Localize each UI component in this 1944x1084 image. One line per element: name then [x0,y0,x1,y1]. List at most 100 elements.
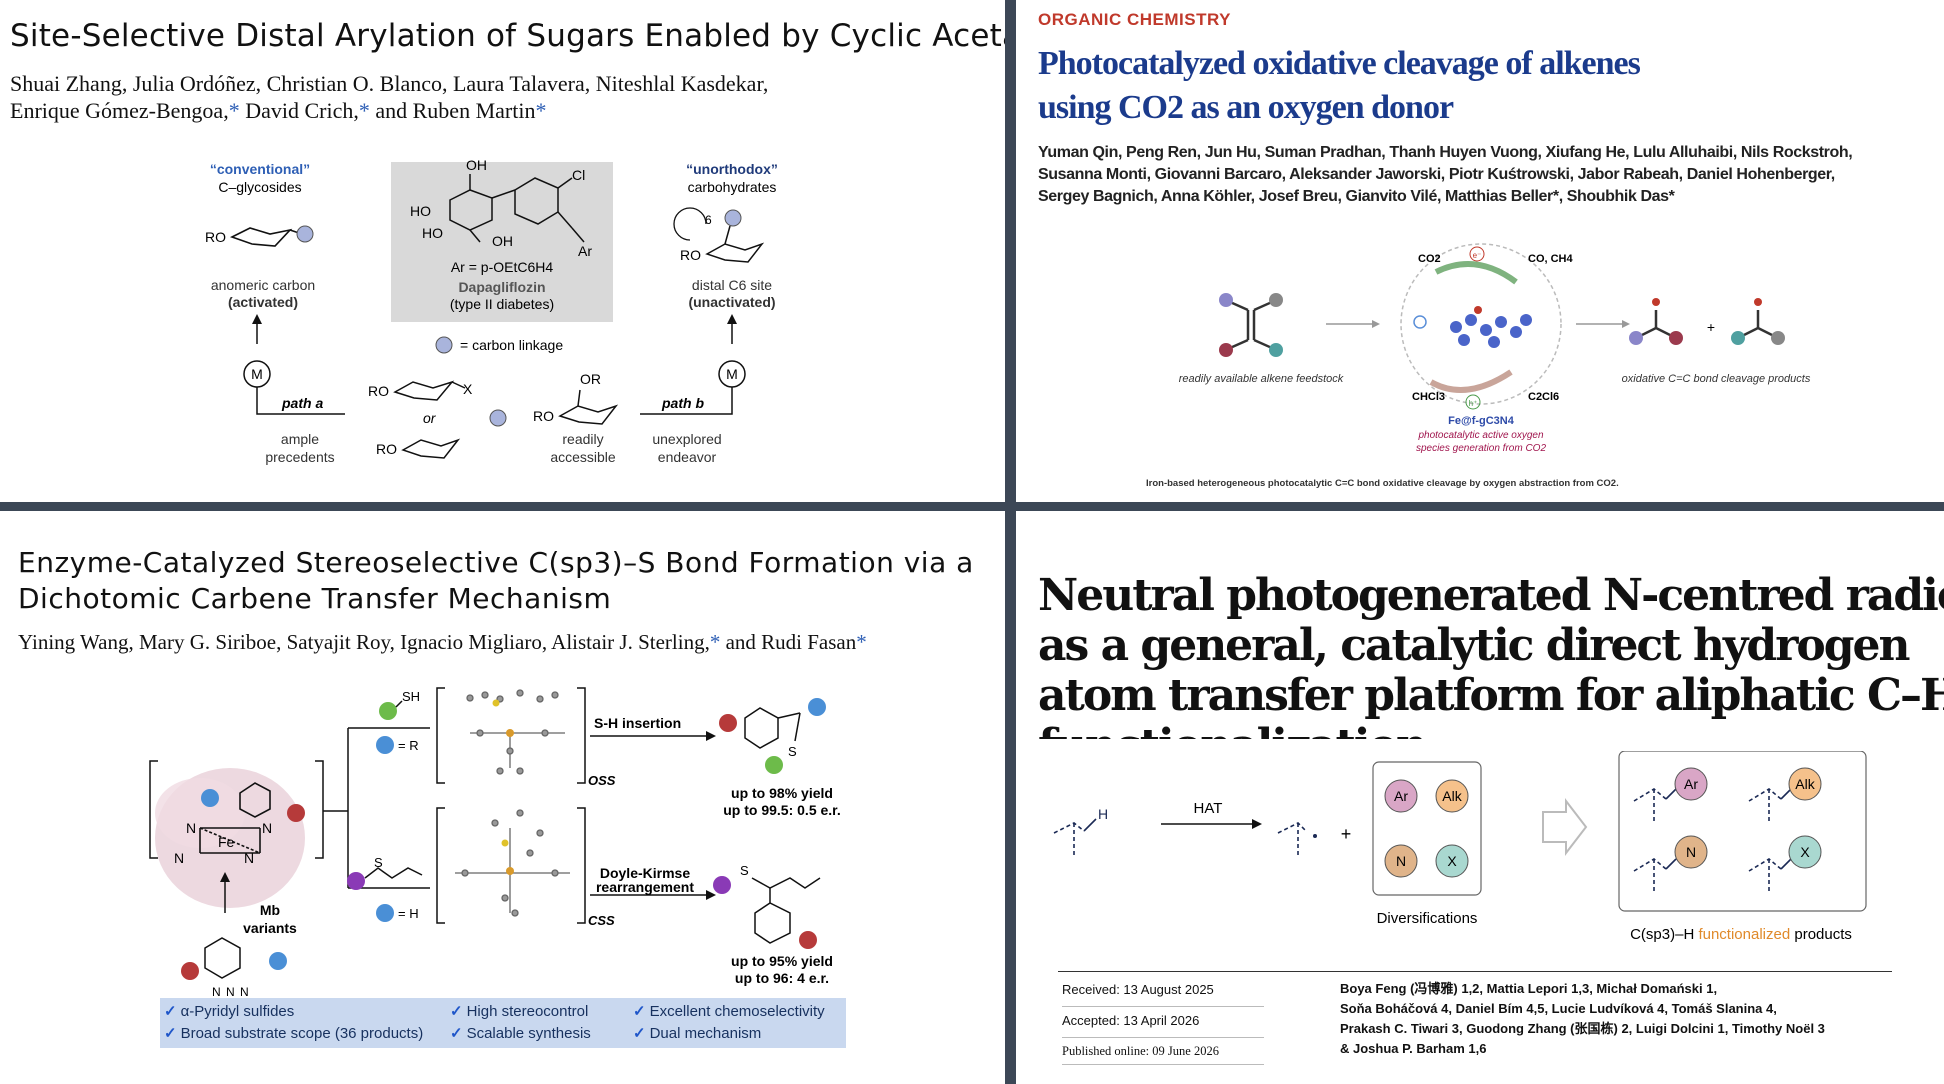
svg-text:endeavor: endeavor [658,449,717,465]
svg-text:CSS: CSS [588,913,615,928]
svg-text:X: X [1447,853,1457,869]
svg-text:N: N [174,850,184,866]
author-list: Yining Wang, Mary G. Siriboe, Satyajit R… [18,630,867,654]
svg-text:+: + [1707,319,1715,335]
svg-text:C2Cl6: C2Cl6 [1528,391,1559,403]
oss-intermediate [466,689,565,775]
svg-text:RO: RO [680,247,701,263]
svg-text:H: H [1098,806,1108,822]
svg-text:RO: RO [368,383,389,399]
figure-caption: Iron-based heterogeneous photocatalytic … [1146,478,1619,489]
c-glycosides-label: C–glycosides [218,179,301,195]
dates-block: Received: 13 August 2025 Accepted: 13 Ap… [1062,982,1264,1065]
paper-title: Site-Selective Distal Arylation of Sugar… [10,18,1005,54]
svg-text:= H: = H [398,906,419,921]
svg-text:Alk: Alk [1442,788,1462,804]
title-line-1: Photocatalyzed oxidative cleavage of alk… [1038,45,1641,82]
svg-text:OR: OR [580,371,601,387]
author-list: Shuai Zhang, Julia Ordóñez, Christian O.… [10,70,768,124]
feature-bar: ✓α-Pyridyl sulfides ✓High stereocontrol … [160,998,846,1048]
catalyst-name: Fe@f-gC3N4 [1448,415,1515,427]
svg-text:N: N [244,850,254,866]
svg-text:readily available alkene feeds: readily available alkene feedstock [1179,373,1344,385]
carbonyl-product-2 [1741,310,1775,338]
dapagliflozin-name: Dapagliflozin [458,279,545,295]
conventional-label: “conventional” [210,161,310,177]
svg-text:photocatalytic active oxygen: photocatalytic active oxygen [1417,430,1544,441]
hollow-arrow [1542,798,1588,856]
title-line-1: Enzyme-Catalyzed Stereoselective C(sp3)–… [18,546,974,579]
svg-text:N: N [212,985,221,999]
divider-horizontal [0,502,1944,511]
svg-text:Alk: Alk [1795,776,1815,792]
products-box [1618,751,1867,912]
ro-label-left: RO [205,229,226,245]
sugar-toc-graphic: “conventional” C–glycosides RO OR anomer… [205,157,778,465]
title-line-1: Neutral photogenerated N-centred radical… [1038,571,1944,621]
section-label: ORGANIC CHEMISTRY [1038,10,1231,29]
author-list: Boya Feng (冯博雅) 1,2, Mattia Lepori 1,3, … [1340,981,1825,1056]
title-line-2: Dichotomic Carbene Transfer Mechanism [18,582,612,615]
svg-text:6: 6 [705,213,712,227]
title-line-2: using CO2 as an oxygen donor [1038,89,1454,126]
enzyme-toc-graphic: N N N N Fe Mb variants N N N SH = R S = … [149,687,841,999]
svg-text:CO, CH4: CO, CH4 [1528,253,1574,265]
author-list: Yuman Qin, Peng Ren, Jun Hu, Suman Pradh… [1038,144,1853,205]
distal-c6-label: distal C6 site [692,277,772,293]
svg-text:HO: HO [410,203,431,219]
title-line-3: atom transfer platform for aliphatic C–H [1038,670,1944,721]
svg-text:Ar: Ar [1684,776,1698,792]
svg-text:S: S [788,744,797,759]
svg-text:M: M [251,366,263,382]
dapagliflozin-structure [449,174,585,243]
svg-text:oxidative C=C bond cleavage pr: oxidative C=C bond cleavage products [1622,373,1811,385]
paper-panel-n-centred-radicals: Neutral photogenerated N-centred radical… [1016,511,1944,1084]
svg-text:N: N [1396,853,1406,869]
svg-text:CHCl3: CHCl3 [1412,391,1445,403]
svg-text:OH: OH [492,233,513,249]
carbonyl-product-1 [1639,310,1673,338]
heme-structure [199,782,271,854]
paper-panel-photocatalyzed-cleavage: ORGANIC CHEMISTRY Photocatalyzed oxidati… [1016,0,1944,502]
svg-text:S: S [374,855,383,870]
dapagliflozin-box [391,162,613,322]
ar-definition: Ar = p-OEtC6H4 [451,259,554,275]
paper-title: Enzyme-Catalyzed Stereoselective C(sp3)–… [18,545,974,617]
title-line-4: functionalization [1038,721,1944,740]
carbon-linkage-dot-center [489,409,507,427]
svg-text:+: + [1341,824,1352,844]
svg-text:carbohydrates: carbohydrates [688,179,777,195]
catalyst-structure [1450,314,1532,348]
svg-text:precedents: precedents [265,449,334,465]
svg-text:OH: OH [466,157,487,173]
svg-text:N: N [1686,844,1696,860]
svg-text:up to 96: 4 e.r.: up to 96: 4 e.r. [735,970,829,986]
unorthodox-label: “unorthodox” [686,161,778,177]
paper-title: Photocatalyzed oxidative cleavage of alk… [1038,42,1641,130]
products-label: C(sp3)–H functionalized products [1630,926,1852,943]
top-rule [1058,971,1892,972]
svg-text:X: X [1800,844,1810,860]
svg-text:(type II diabetes): (type II diabetes) [450,296,554,312]
svg-text:OSS: OSS [588,773,616,788]
svg-text:CO2: CO2 [1418,253,1441,265]
author-line-1: Shuai Zhang, Julia Ordóñez, Christian O.… [10,71,769,96]
sugar-ring-left [229,227,303,247]
svg-text:variants: variants [243,920,297,936]
anomeric-label: anomeric carbon [211,277,315,293]
svg-text:Ar: Ar [578,243,592,259]
svg-text:SH: SH [402,689,420,704]
path-b-label: path b [661,395,704,411]
activated-label: (activated) [228,294,298,310]
svg-text:Mb: Mb [260,902,280,918]
carbon-linkage-dot-left [296,225,314,243]
catalyst-cycle [1400,243,1562,405]
svg-text:accessible: accessible [550,449,616,465]
css-intermediate [455,809,570,917]
divider-vertical [1005,0,1016,1084]
carbon-linkage-legend-dot [435,336,453,354]
author-line-2: Enrique Gómez-Bengoa,* David Crich,* and… [10,98,547,123]
svg-text:S: S [740,863,749,878]
svg-text:N: N [186,820,196,836]
diversifications-box [1372,761,1482,896]
